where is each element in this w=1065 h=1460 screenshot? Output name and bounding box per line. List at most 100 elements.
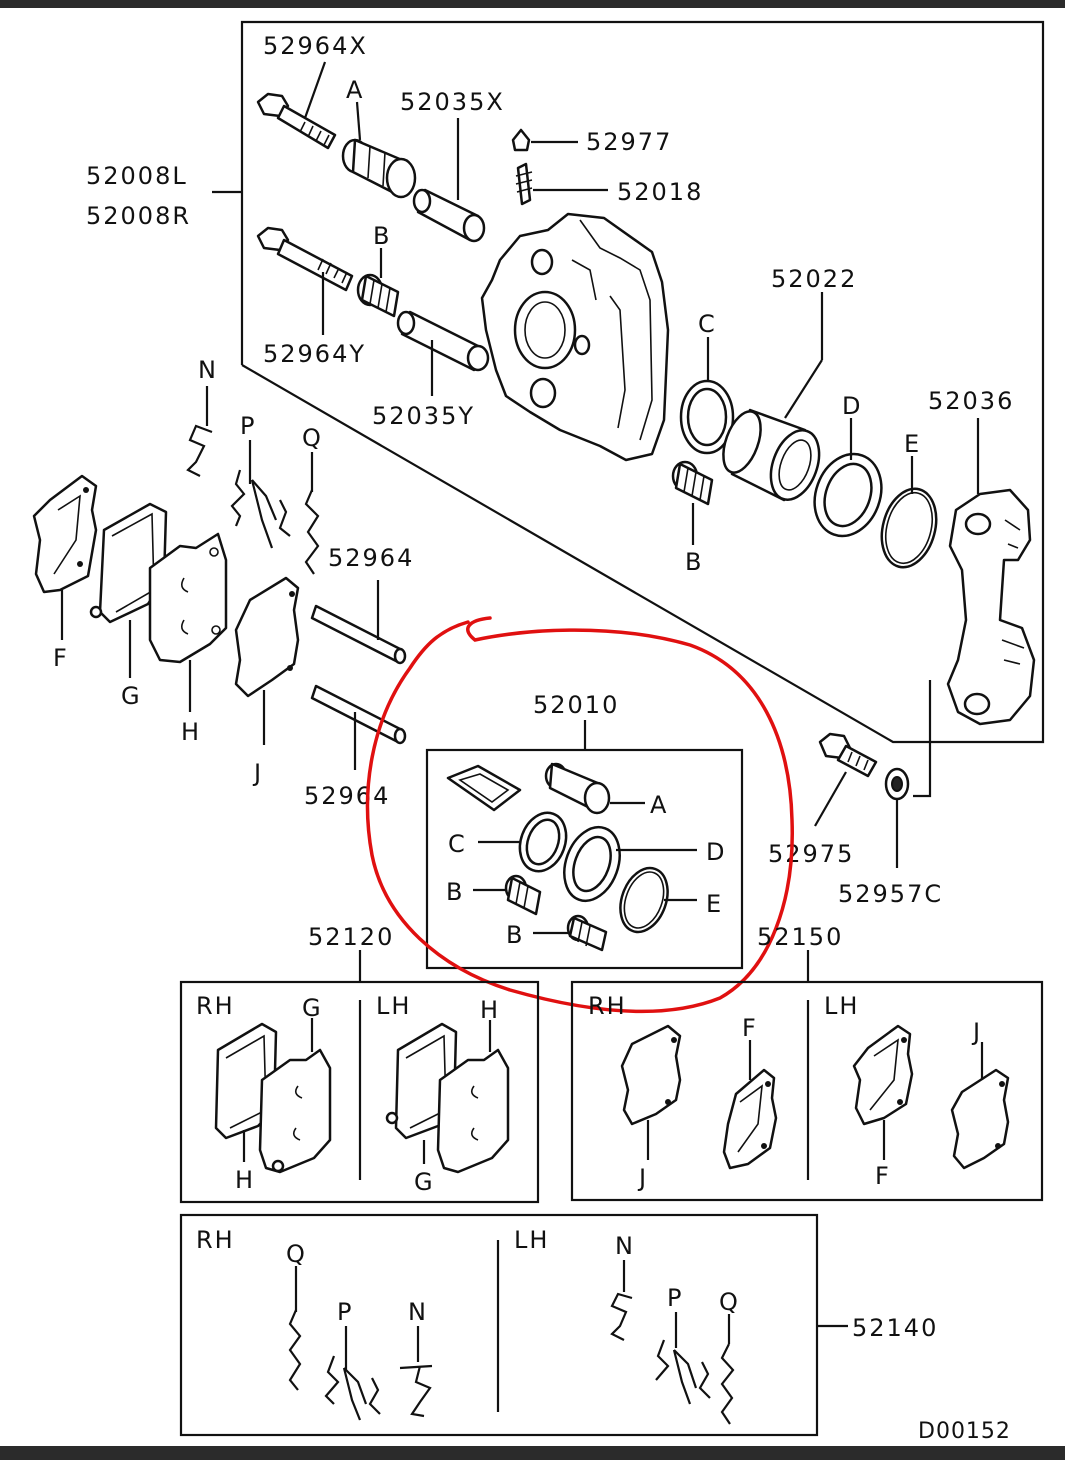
pad-set-lh-h: H [480,996,500,1024]
kit-boot-a [544,762,611,815]
clip-set-lh-q: Q [719,1288,740,1316]
shim-set-rh-f [722,1068,778,1170]
shim-set-rh-j [620,1024,682,1126]
clip-set-lh: LH [514,1226,549,1254]
kit-boot-d [563,825,621,903]
caliper-label-r: 52008R [86,202,191,230]
main-assembly-frame [240,20,1045,744]
label-52036: 52036 [928,387,1014,415]
label-52964-lower: 52964 [304,782,390,810]
boot-a [341,138,417,199]
clip-set-rh-p: P [337,1298,353,1326]
label-b-upper: B [373,222,391,250]
label-52957c: 52957C [838,880,943,908]
piston-seal-c [679,379,735,455]
shim-j [234,576,300,698]
pad-set-lh-g: G [414,1168,435,1196]
shim-set-lh-f [852,1024,914,1126]
kit-label-b-upper: B [446,878,464,906]
kit-label-d: D [706,838,726,866]
kit-seal-c [518,811,568,873]
pad-set-rh-h: H [235,1166,255,1194]
dust-boot-d [813,452,883,538]
kit-ring-e [619,866,669,934]
label-52120: 52120 [308,923,394,951]
pad-set-lh-pad-front [436,1048,510,1174]
clip-set-rh-n-clip [399,1364,433,1418]
washer [884,767,910,801]
label-b-small: B [685,548,703,576]
bottom-frame-bar [0,1446,1065,1460]
shim-set-rh-j-label: J [637,1164,648,1192]
clip-set-lh-p-clip [655,1339,711,1405]
shim-f [32,474,98,594]
clip-n [186,424,213,477]
clip-set-rh-q-clip [288,1309,302,1391]
bleeder-cap [511,128,531,152]
label-p-main: P [240,412,256,440]
kit-label-a: A [650,791,668,819]
shim-set-rh-f-label: F [742,1014,758,1042]
label-52977: 52977 [586,128,672,156]
grease-packet [446,764,522,812]
kit-label-b-lower: B [506,921,524,949]
caliper-label-l: 52008L [86,162,188,190]
pad-set-rh-g: G [302,994,323,1022]
kit-label-e: E [706,890,723,918]
shim-set-lh-f-label: F [875,1162,891,1190]
label-j-main: J [252,759,263,787]
clip-set-rh-n: N [408,1298,428,1326]
label-52022: 52022 [771,265,857,293]
caliper-bracket [946,488,1036,726]
label-e-main: E [904,430,921,458]
guide-bolt-upper [256,92,337,150]
pad-pin-lower [310,684,407,745]
label-52964y: 52964Y [263,340,366,368]
snap-ring-e [880,487,938,569]
sleeve-lower [396,310,490,372]
pad-h [148,532,228,664]
piston [722,408,821,502]
sleeve-upper [412,188,486,243]
guide-bolt-lower [256,226,354,292]
clip-set-lh-q-clip [720,1343,735,1425]
label-52010: 52010 [533,691,619,719]
shim-set-lh-j [950,1068,1010,1170]
boot-b-upper [356,273,400,318]
label-g-main: G [121,682,142,710]
label-52150: 52150 [757,923,843,951]
label-a-upper: A [346,76,364,104]
label-q-main: Q [302,424,323,452]
label-f-main: F [53,644,69,672]
kit-boot-b-lower [566,914,608,952]
label-h-main: H [181,718,201,746]
label-n-main: N [198,356,218,384]
pad-set-rh-pad-front [258,1048,332,1174]
shim-set-lh-j-label: J [971,1018,982,1046]
kit-boot-b-upper [504,874,542,916]
clip-set-lh-n-clip [610,1292,633,1341]
caliper-body [480,212,670,462]
label-52975: 52975 [768,840,854,868]
shim-set-lh: LH [824,992,859,1020]
clip-set-rh: RH [196,1226,235,1254]
boot-b-small [671,460,714,506]
label-d-main: D [842,392,862,420]
label-52018: 52018 [617,178,703,206]
top-frame-bar [0,0,1065,8]
label-52140: 52140 [852,1314,938,1342]
pad-pin-upper [310,604,407,665]
clip-set-rh-q: Q [286,1240,307,1268]
label-52964-upper: 52964 [328,544,414,572]
clip-set-lh-p: P [667,1284,683,1312]
clip-set-rh-p-clip [324,1355,381,1421]
clip-p [230,469,291,549]
bracket-bolt [818,732,878,778]
pad-set-rh: RH [196,992,235,1020]
label-52035x: 52035X [400,88,505,116]
clip-set-lh-n: N [615,1232,635,1260]
diagram-id: D00152 [918,1419,1011,1444]
kit-label-c: C [448,830,467,858]
pad-set-lh: LH [376,992,411,1020]
